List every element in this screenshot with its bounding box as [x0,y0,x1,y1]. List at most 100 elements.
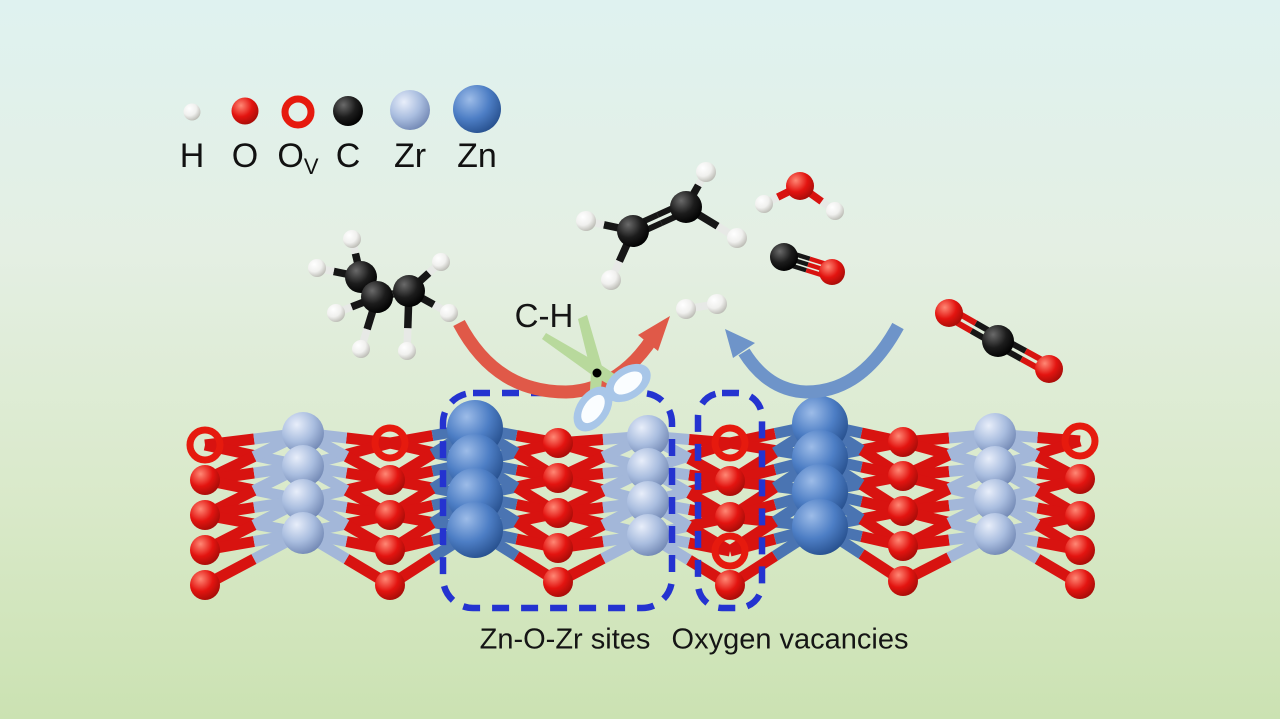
legend-symbol: C [335,137,361,175]
zn-atom [447,502,503,558]
c-atom [393,275,425,307]
o-atom [190,570,220,600]
bond-stick [729,437,776,456]
h-atom [727,228,747,248]
legend-label-o: O [232,137,258,180]
zr-atom [627,448,669,490]
zr-atom [627,415,669,457]
legend-label-zn: Zn [457,137,497,180]
bond-stick [203,439,256,461]
o-atom [375,535,405,565]
o-atom [819,259,845,285]
h-atom [343,230,361,248]
legend-label-zr: Zr [394,137,426,180]
zr-atom [974,513,1016,555]
o-atom [935,299,963,327]
zr-atom [282,412,324,454]
h-atom [826,202,844,220]
molecule-carbon-dioxide [935,299,1063,383]
o-vacancy-ring [1061,422,1099,460]
o-atom [715,466,745,496]
h-atom [432,253,450,271]
legend-label-ov: OV [277,137,318,180]
co2-activation-arrow [725,322,904,399]
o-atom [888,461,918,491]
ch-cleavage-arrow-shaft [453,319,658,399]
o-atom [888,566,918,596]
h-atom [696,162,716,182]
legend-zr-sphere [390,90,430,130]
zr-atom [974,446,1016,488]
o-atom [715,502,745,532]
o-atom [190,465,220,495]
h-atom [601,270,621,290]
bond-stick [345,437,392,460]
h-atom [398,342,416,360]
o-atom [375,500,405,530]
zr-atom [974,479,1016,521]
legend-label-c: C [336,137,361,180]
legend-symbol: O [231,137,259,175]
legend-icons [183,85,501,133]
h-atom [352,340,370,358]
h-atom [327,304,345,322]
o-atom [543,428,573,458]
molecule-hydrogen [676,294,727,319]
o-atom [1065,569,1095,599]
scissors-icon [542,315,651,432]
legend-symbol: O [277,137,304,175]
o-atom [1065,535,1095,565]
bond-stick [1035,435,1082,460]
o-atom [1035,355,1063,383]
o-atom [375,465,405,495]
molecule-water [755,172,844,220]
o-atom [1065,501,1095,531]
o-vacancy-ring [281,95,315,129]
o-vacancy-ring [711,532,749,570]
c-atom [770,243,798,271]
legend-subscript: V [303,154,319,179]
o-atom [543,567,573,597]
molecule-carbon-monoxide [770,243,845,285]
scissors-handle-hole [613,371,643,395]
molecule-alkene-product [576,162,747,290]
scissors-blade [542,333,625,392]
co2-activation-arrow-shaft [738,322,904,399]
zr-atom [282,445,324,487]
o-atom [888,427,918,457]
scissors-handle-hole [581,394,605,424]
ch-cleavage-arrow-head [638,316,670,351]
scissors-pivot [592,368,602,378]
h-atom [440,304,458,322]
catalyst-surface [186,396,1099,600]
legend-c-sphere [333,96,363,126]
o-atom [715,570,745,600]
zn-o-zr-sites-box [439,389,676,612]
o-atom [1065,464,1095,494]
c-atom [617,215,649,247]
legend-symbol: Zn [457,137,497,175]
zr-atom [974,413,1016,455]
h-atom [576,211,596,231]
molecule-propane [308,230,458,360]
o-vacancy-ring [711,424,749,462]
h-atom [707,294,727,314]
oxygen-vacancies-label: Oxygen vacancies [671,623,909,656]
ch-bond-label: C-H [514,297,574,334]
h-atom [308,259,326,277]
o-atom [543,533,573,563]
bond-stick [388,437,434,458]
o-atom [786,172,814,200]
legend-o-sphere [231,97,259,125]
bond-stick [728,533,777,557]
h-atom [676,299,696,319]
legend-h-sphere [183,103,201,121]
o-atom [543,498,573,528]
c-atom [982,325,1014,357]
zr-atom [627,481,669,523]
zn-atom [792,499,848,555]
oxygen-vacancies-box [694,389,766,612]
o-atom [888,531,918,561]
o-atom [375,570,405,600]
